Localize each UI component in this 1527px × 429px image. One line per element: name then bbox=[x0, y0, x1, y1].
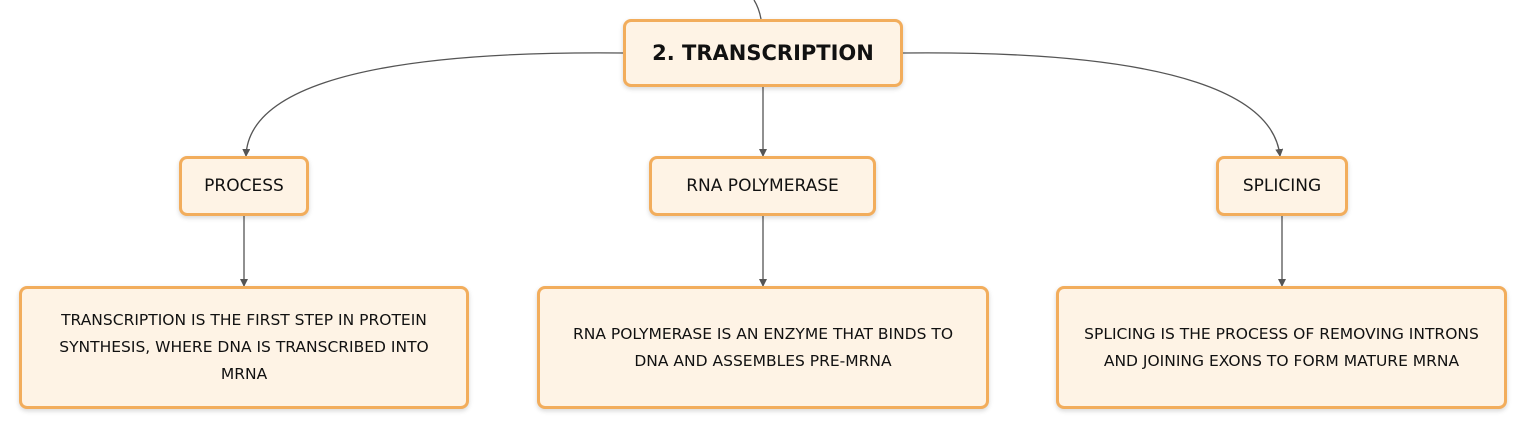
root-node-label: 2. TRANSCRIPTION bbox=[652, 41, 874, 65]
detail-node-text: TRANSCRIPTION IS THE FIRST STEP IN PROTE… bbox=[59, 311, 429, 383]
detail-node-text: SPLICING IS THE PROCESS OF REMOVING INTR… bbox=[1084, 324, 1479, 370]
detail-node-process[interactable]: TRANSCRIPTION IS THE FIRST STEP IN PROTE… bbox=[19, 286, 469, 409]
branch-node-process[interactable]: PROCESS bbox=[179, 156, 309, 216]
branch-node-label: PROCESS bbox=[204, 176, 284, 196]
connector-root-to-splicing bbox=[902, 52, 1284, 157]
branch-node-label: RNA POLYMERASE bbox=[686, 176, 839, 196]
detail-node-text: RNA POLYMERASE IS AN ENZYME THAT BINDS T… bbox=[572, 324, 954, 370]
branch-node-rna-polymerase[interactable]: RNA POLYMERASE bbox=[649, 156, 876, 216]
incoming-connector bbox=[753, 0, 762, 20]
detail-node-rna-polymerase[interactable]: RNA POLYMERASE IS AN ENZYME THAT BINDS T… bbox=[537, 286, 989, 409]
connector-root-to-process bbox=[242, 52, 624, 157]
detail-node-splicing[interactable]: SPLICING IS THE PROCESS OF REMOVING INTR… bbox=[1056, 286, 1507, 409]
branch-node-label: SPLICING bbox=[1242, 176, 1322, 196]
branch-node-splicing[interactable]: SPLICING bbox=[1216, 156, 1348, 216]
root-node-transcription[interactable]: 2. TRANSCRIPTION bbox=[623, 19, 903, 87]
